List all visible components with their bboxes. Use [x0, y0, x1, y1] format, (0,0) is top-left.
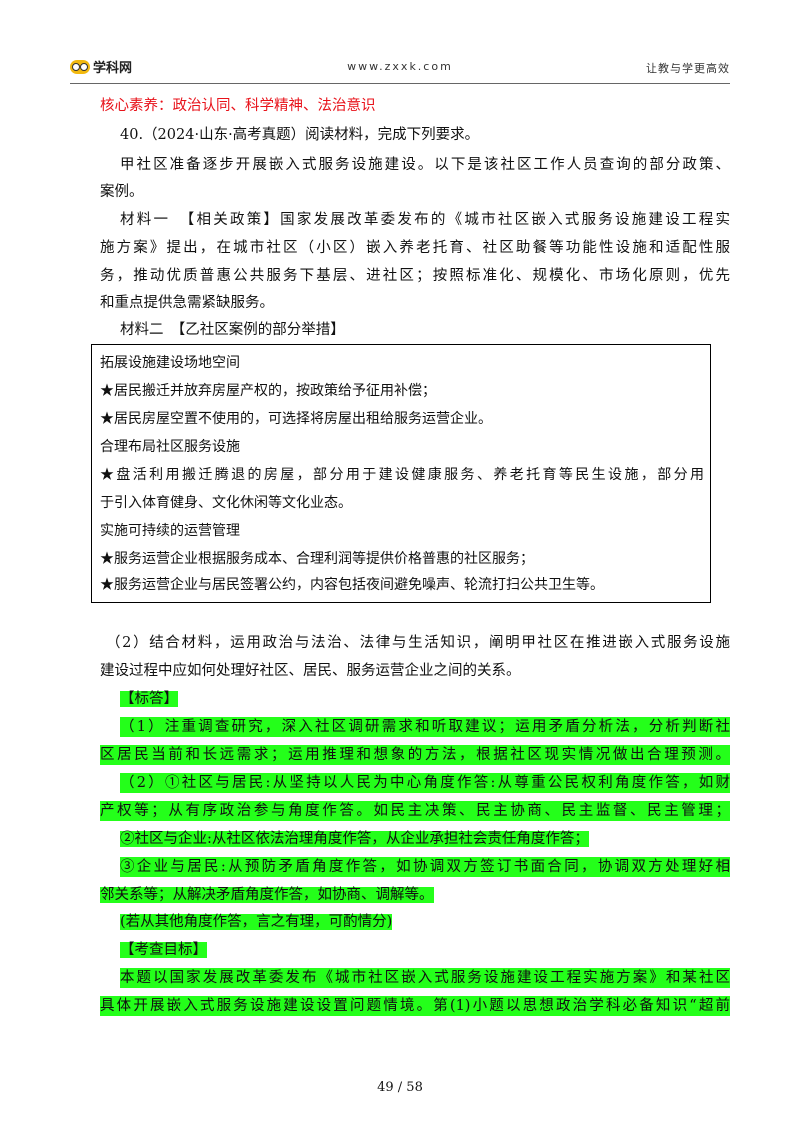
- answer-p2-line-1: （2）①社区与居民:从坚持以人民为中心角度作答:从尊重公民权利角度作答，如财: [120, 773, 730, 793]
- box-heading-1: 拓展设施建设场地空间: [100, 355, 240, 371]
- answer-p4-line-1: ③企业与居民:从预防矛盾角度作答，如协调双方签订书面合同，协调双方处理好相: [120, 857, 730, 877]
- box-bullet-4: ★服务运营企业根据服务成本、合理利润等提供价格普惠的社区服务；: [100, 551, 534, 567]
- question-intro-line-2: 案例。: [100, 184, 144, 200]
- owl-logo-icon: [70, 59, 90, 74]
- material-2-title: 材料二 【乙社区案例的部分举措】: [120, 322, 345, 338]
- answer-label: 【标答】: [120, 691, 178, 707]
- box-bullet-1: ★居民搬迁并放弃房屋产权的，按政策给予征用补偿；: [100, 383, 436, 399]
- analysis-label: 【考查目标】: [120, 942, 207, 958]
- question-intro-line-1: 甲社区准备逐步开展嵌入式服务设施建设。以下是该社区工作人员查询的部分政策、: [120, 157, 730, 173]
- material-1-line-4: 和重点提供急需紧缺服务。: [100, 295, 274, 311]
- box-heading-2: 合理布局社区服务设施: [100, 439, 240, 455]
- box-bullet-3-line-2: 于引入体育健身、文化休闲等文化业态。: [100, 495, 352, 511]
- answer-note: (若从其他角度作答，言之有理，可酌情分): [120, 914, 393, 930]
- material-1-line-1: 材料一 【相关政策】国家发展改革委发布的《城市社区嵌入式服务设施建设工程实: [120, 212, 730, 228]
- answer-p1-line-2: 区居民当前和长远需求；运用推理和想象的方法，根据社区现实情况做出合理预测。: [100, 745, 730, 765]
- box-bullet-2: ★居民房屋空置不使用的，可选择将房屋出租给服务运营企业。: [100, 411, 492, 427]
- material-1-line-2: 施方案》提出，在城市社区（小区）嵌入养老托育、社区助餐等功能性设施和适配性服: [100, 240, 730, 256]
- site-logo[interactable]: 学科网: [70, 57, 132, 76]
- case-measures-box: 拓展设施建设场地空间 ★居民搬迁并放弃房屋产权的，按政策给予征用补偿； ★居民房…: [91, 344, 711, 603]
- site-url[interactable]: www.zxxk.com: [347, 60, 453, 73]
- page-header: 学科网 www.zxxk.com 让教与学更高效: [70, 54, 730, 84]
- box-bullet-5: ★服务运营企业与居民签署公约，内容包括夜间避免噪声、轮流打扫公共卫生等。: [100, 577, 604, 593]
- question-number-line: 40.（2024·山东·高考真题）阅读材料，完成下列要求。: [120, 127, 480, 143]
- answer-p2-line-2: 产权等；从有序政治参与角度作答。如民主决策、民主协商、民主监督、民主管理；: [100, 801, 730, 821]
- material-1-line-3: 务，推动优质普惠公共服务下基层、进社区；按照标准化、规模化、市场化原则，优先: [100, 268, 730, 284]
- answer-p1-line-1: （1）注重调查研究，深入社区调研需求和听取建议；运用矛盾分析法，分析判断社: [120, 717, 730, 737]
- analysis-line-2: 具体开展嵌入式服务设施建设设置问题情境。第(1)小题以思想政治学科必备知识“超前: [100, 996, 730, 1016]
- logo-text: 学科网: [93, 61, 133, 76]
- sub-question-line-2: 建设过程中应如何处理好社区、居民、服务运营企业之间的关系。: [100, 663, 521, 679]
- header-divider: [70, 83, 730, 84]
- box-heading-3: 实施可持续的运营管理: [100, 523, 240, 539]
- answer-p4-line-2: 邻关系等；从解决矛盾角度作答，如协商、调解等。: [100, 887, 434, 903]
- core-literacy: 核心素养：政治认同、科学精神、法治意识: [100, 98, 376, 114]
- box-bullet-3-line-1: ★盘活利用搬迁腾退的房屋，部分用于建设健康服务、养老托育等民生设施，部分用: [100, 467, 704, 483]
- page-number: 49 / 58: [377, 1080, 423, 1095]
- answer-p3: ②社区与企业:从社区依法治理角度作答，从企业承担社会责任角度作答；: [120, 831, 589, 847]
- analysis-line-1: 本题以国家发展改革委发布《城市社区嵌入式服务设施建设工程实施方案》和某社区: [120, 968, 730, 988]
- sub-question-line-1: （2）结合材料，运用政治与法治、法律与生活知识，阐明甲社区在推进嵌入式服务设施: [106, 635, 730, 651]
- site-slogan: 让教与学更高效: [646, 62, 730, 75]
